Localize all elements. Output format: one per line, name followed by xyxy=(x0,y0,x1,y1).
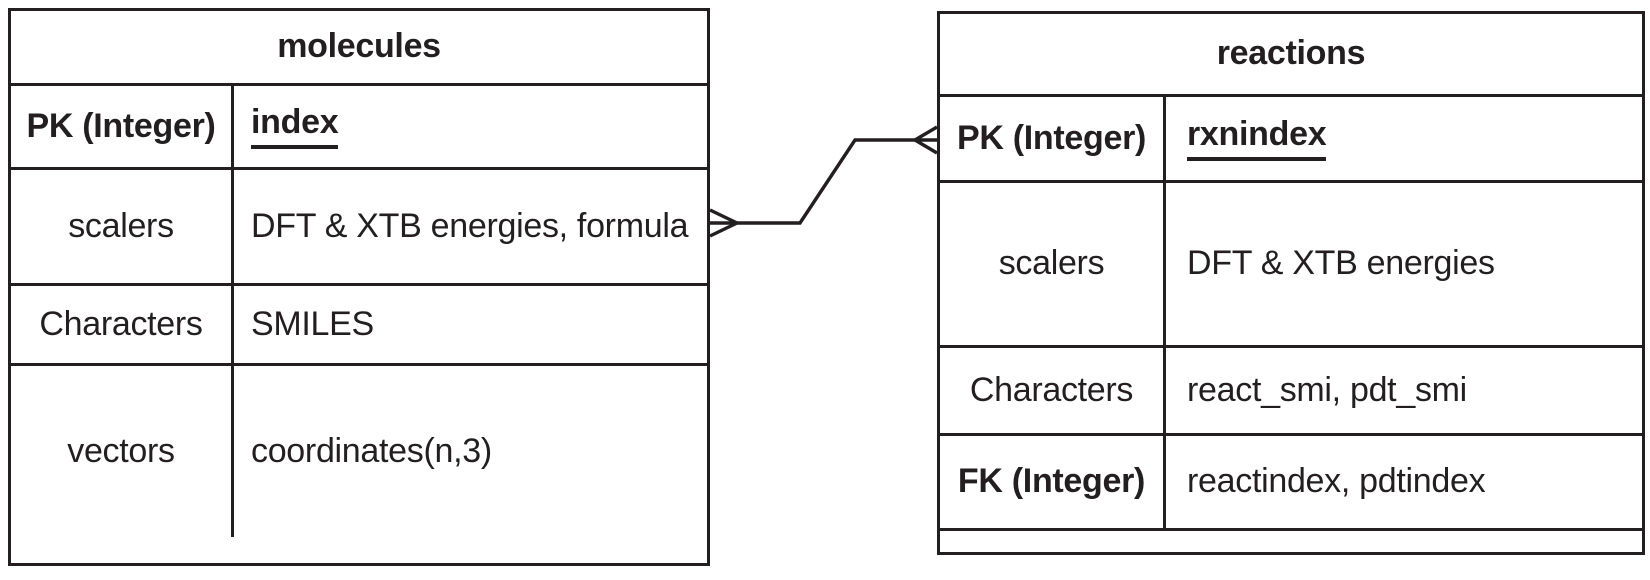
field-type-pk: PK (Integer) xyxy=(26,106,216,145)
field-type-vectors: vectors xyxy=(67,431,175,470)
table-title-molecules: molecules xyxy=(277,27,441,66)
entity-table-reactions: reactions PK (Integer) rxnindex scalers … xyxy=(937,11,1645,555)
relationship-line xyxy=(710,138,937,225)
row-divider xyxy=(940,433,1642,436)
primary-key-label: rxnindex xyxy=(1187,115,1327,161)
field-name-rxnindex: rxnindex xyxy=(1166,97,1650,180)
field-type-fk: FK (Integer) xyxy=(957,462,1146,501)
entity-table-molecules: molecules PK (Integer) index scalers DFT… xyxy=(8,8,710,566)
field-value-scalers: DFT & XTB energies xyxy=(1187,244,1495,283)
field-name-index: index xyxy=(234,86,724,167)
field-value-vectors: coordinates(n,3) xyxy=(251,431,492,470)
field-type-characters: Characters xyxy=(39,304,203,343)
row-divider xyxy=(11,167,707,170)
field-type-pk: PK (Integer) xyxy=(956,118,1147,157)
column-divider xyxy=(1163,94,1166,528)
crow-foot-many-icon xyxy=(709,208,738,238)
row-divider xyxy=(11,363,707,366)
field-value-scalers: DFT & XTB energies, formula xyxy=(251,206,689,245)
row-divider xyxy=(11,83,707,86)
field-type-scalers: scalers xyxy=(998,244,1105,283)
field-type-scalers: scalers xyxy=(68,206,174,245)
row-divider xyxy=(940,180,1642,183)
field-value-characters: react_smi, pdt_smi xyxy=(1187,370,1467,409)
field-value-fk: reactindex, pdtindex xyxy=(1187,462,1486,501)
row-divider xyxy=(940,94,1642,97)
row-divider xyxy=(940,345,1642,348)
column-divider xyxy=(231,83,234,537)
field-type-characters: Characters xyxy=(969,370,1134,409)
table-title-reactions: reactions xyxy=(1216,34,1366,73)
crow-foot-many-icon xyxy=(914,125,938,155)
row-divider xyxy=(11,283,707,286)
primary-key-label: index xyxy=(251,103,339,149)
row-divider xyxy=(940,528,1642,531)
field-value-characters: SMILES xyxy=(251,304,374,343)
